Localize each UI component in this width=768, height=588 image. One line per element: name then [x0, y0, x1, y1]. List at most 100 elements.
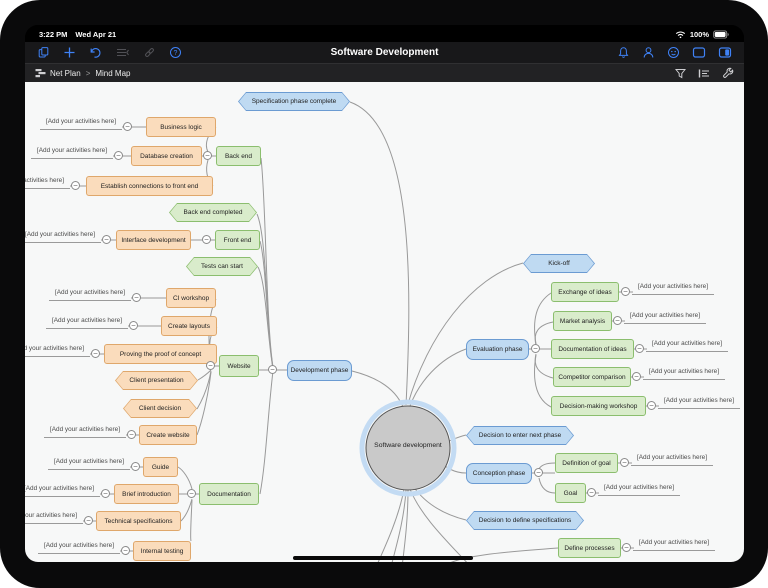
- placeholder-activity[interactable]: [Add your activities here]: [624, 310, 706, 324]
- node-brief_introduction[interactable]: Brief introduction: [114, 484, 179, 504]
- node-internal_testing[interactable]: Internal testing: [133, 541, 191, 561]
- collapse-icon[interactable]: −: [187, 489, 196, 498]
- placeholder-activity[interactable]: [Add your activities here]: [646, 338, 728, 352]
- node-client_presentation[interactable]: Client presentation: [115, 371, 198, 390]
- paste-icon[interactable]: [37, 46, 50, 59]
- user-icon[interactable]: [642, 46, 655, 59]
- collapse-icon[interactable]: −: [91, 349, 100, 358]
- node-market_analysis[interactable]: Market analysis: [553, 311, 612, 331]
- collapse-icon[interactable]: −: [129, 321, 138, 330]
- node-competitor_comparison[interactable]: Competitor comparison: [553, 367, 631, 387]
- add-icon[interactable]: [63, 46, 76, 59]
- node-goal[interactable]: Goal: [555, 483, 586, 503]
- collapse-icon[interactable]: −: [71, 181, 80, 190]
- node-establish_connections[interactable]: Establish connections to front end: [86, 176, 213, 196]
- collapse-icon[interactable]: −: [621, 287, 630, 296]
- node-database_creation[interactable]: Database creation: [131, 146, 202, 166]
- placeholder-activity[interactable]: [Add your activities here]: [25, 229, 101, 243]
- placeholder-activity[interactable]: [Add your activities here]: [49, 287, 131, 301]
- collapse-icon[interactable]: −: [587, 488, 596, 497]
- node-create_layouts[interactable]: Create layouts: [161, 316, 217, 336]
- placeholder-activity[interactable]: [Add your activities here]: [46, 315, 128, 329]
- node-interface_development[interactable]: Interface development: [116, 230, 191, 250]
- placeholder-activity[interactable]: [Add your activities here]: [598, 482, 680, 496]
- node-software-development[interactable]: Software development: [374, 442, 442, 449]
- collapse-icon[interactable]: −: [206, 361, 215, 370]
- node-development_phase[interactable]: Development phase: [287, 360, 352, 381]
- placeholder-activity[interactable]: [Add your activities here]: [632, 281, 714, 295]
- placeholder-activity[interactable]: [Add your activities here]: [631, 452, 713, 466]
- collapse-icon[interactable]: −: [101, 489, 110, 498]
- node-decision_making_workshop[interactable]: Decision-making workshop: [551, 396, 646, 416]
- mindmap-canvas[interactable]: Software development Specification phase…: [25, 82, 744, 562]
- breadcrumb-root[interactable]: Net Plan: [50, 68, 81, 78]
- placeholder-activity[interactable]: [Add your activities here]: [643, 366, 725, 380]
- collapse-icon[interactable]: −: [613, 316, 622, 325]
- node-technical_specifications[interactable]: Technical specifications: [96, 511, 181, 531]
- collapse-icon[interactable]: −: [132, 293, 141, 302]
- placeholder-activity[interactable]: [Add your activities here]: [40, 116, 122, 130]
- node-documentation[interactable]: Documentation: [199, 483, 259, 505]
- home-indicator[interactable]: [293, 556, 473, 560]
- node-create_website[interactable]: Create website: [139, 425, 197, 445]
- node-evaluation_phase[interactable]: Evaluation phase: [466, 339, 529, 360]
- format-icon[interactable]: [698, 68, 710, 79]
- node-business_logic[interactable]: Business logic: [146, 117, 216, 137]
- panel-left-icon[interactable]: [692, 46, 706, 59]
- undo-icon[interactable]: [89, 46, 102, 59]
- filter-icon[interactable]: [675, 68, 686, 79]
- collapse-icon[interactable]: −: [620, 458, 629, 467]
- node-ci_workshop[interactable]: CI workshop: [166, 288, 216, 308]
- node-tests_can_start[interactable]: Tests can start: [186, 257, 258, 276]
- node-exchange_of_ideas[interactable]: Exchange of ideas: [551, 282, 619, 302]
- notifications-icon[interactable]: [617, 46, 630, 59]
- node-website[interactable]: Website: [219, 355, 259, 377]
- collapse-icon[interactable]: −: [114, 151, 123, 160]
- collapse-icon[interactable]: −: [632, 372, 641, 381]
- collapse-icon[interactable]: −: [123, 122, 132, 131]
- placeholder-activity[interactable]: [Add your activities here]: [25, 343, 90, 357]
- node-kick_off[interactable]: Kick-off: [523, 254, 595, 273]
- collapse-icon[interactable]: −: [127, 430, 136, 439]
- node-conception_phase[interactable]: Conception phase: [466, 463, 532, 484]
- node-front_end[interactable]: Front end: [215, 230, 260, 250]
- panel-right-icon[interactable]: [718, 46, 732, 59]
- placeholder-activity[interactable]: [Add your activities here]: [25, 510, 83, 524]
- collapse-icon[interactable]: −: [622, 543, 631, 552]
- node-define_processes[interactable]: Define processes: [558, 538, 621, 558]
- settings-wrench-icon[interactable]: [722, 67, 734, 79]
- placeholder-activity[interactable]: [Add your activities here]: [25, 175, 70, 189]
- collapse-icon[interactable]: −: [202, 235, 211, 244]
- link-icon[interactable]: [143, 46, 156, 59]
- node-proving_proof_of_concept[interactable]: Proving the proof of concept: [104, 344, 217, 364]
- collapse-icon[interactable]: −: [647, 401, 656, 410]
- node-decision_to_define_specifications[interactable]: Decision to define specifications: [466, 511, 584, 530]
- node-documentation_of_ideas[interactable]: Documentation of ideas: [551, 339, 634, 359]
- node-back_end[interactable]: Back end: [216, 146, 261, 166]
- collapse-icon[interactable]: −: [131, 462, 140, 471]
- collapse-icon[interactable]: −: [268, 365, 277, 374]
- collapse-icon[interactable]: −: [531, 344, 540, 353]
- feedback-icon[interactable]: [667, 46, 680, 59]
- placeholder-activity[interactable]: [Add your activities here]: [44, 424, 126, 438]
- node-decision_to_enter_next_phase[interactable]: Decision to enter next phase: [466, 426, 574, 445]
- node-definition_of_goal[interactable]: Definition of goal: [555, 453, 618, 473]
- collapse-icon[interactable]: −: [534, 468, 543, 477]
- breadcrumb-current[interactable]: Mind Map: [95, 68, 131, 78]
- collapse-icon[interactable]: −: [635, 344, 644, 353]
- help-icon[interactable]: ?: [169, 46, 182, 59]
- collapse-icon[interactable]: −: [121, 546, 130, 555]
- node-specification_phase_complete[interactable]: Specification phase complete: [238, 92, 350, 111]
- placeholder-activity[interactable]: [Add your activities here]: [38, 540, 120, 554]
- outline-icon[interactable]: [115, 46, 130, 59]
- placeholder-activity[interactable]: [Add your activities here]: [658, 395, 740, 409]
- placeholder-activity[interactable]: [Add your activities here]: [48, 456, 130, 470]
- collapse-icon[interactable]: −: [203, 151, 212, 160]
- collapse-icon[interactable]: −: [84, 516, 93, 525]
- node-guide[interactable]: Guide: [143, 457, 178, 477]
- node-back_end_completed[interactable]: Back end completed: [169, 203, 257, 222]
- placeholder-activity[interactable]: [Add your activities here]: [633, 537, 715, 551]
- placeholder-activity[interactable]: [Add your activities here]: [31, 145, 113, 159]
- collapse-icon[interactable]: −: [102, 235, 111, 244]
- node-client_decision[interactable]: Client decision: [123, 399, 197, 418]
